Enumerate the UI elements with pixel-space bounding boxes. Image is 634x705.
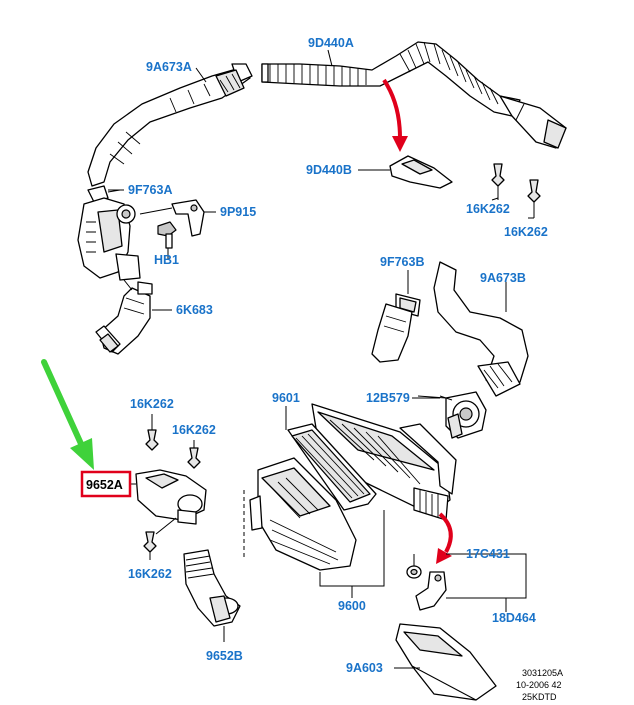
pin-16k262-left-c <box>143 517 177 560</box>
hose-9a673b <box>433 261 529 397</box>
sensor-12b579 <box>439 391 487 439</box>
label-9a603: 9A603 <box>346 661 383 675</box>
label-9f763a: 9F763A <box>128 183 172 197</box>
highlight-box-9652a <box>80 470 132 498</box>
label-9a673b: 9A673B <box>480 271 526 285</box>
duct-9f763b <box>371 303 413 363</box>
bracket-9p915 <box>139 199 216 237</box>
bracket-18d464 <box>415 553 527 612</box>
duct-9652b <box>183 549 241 642</box>
label-6k683: 6K683 <box>176 303 213 317</box>
seal-9d440b <box>389 155 453 189</box>
hose-6k683 <box>95 281 172 355</box>
label-12b579: 12B579 <box>366 391 410 405</box>
label-16k262-left-b: 16K262 <box>172 423 216 437</box>
reference-model: 25KDTD <box>522 692 557 702</box>
label-9d440b: 9D440B <box>306 163 352 177</box>
label-9d440a: 9D440A <box>308 36 354 50</box>
label-9p915: 9P915 <box>220 205 256 219</box>
red-arrow-right <box>436 512 453 564</box>
label-16k262-left-c: 16K262 <box>128 567 172 581</box>
pin-16k262-top-a <box>491 163 505 200</box>
housing-lid <box>311 403 457 521</box>
label-9a673a: 9A673A <box>146 60 192 74</box>
bolt-hb1 <box>157 221 177 256</box>
pin-16k262-left-a <box>145 414 159 451</box>
label-9652b: 9652B <box>206 649 243 663</box>
label-hb1: HB1 <box>154 253 179 267</box>
label-16k262-top-a: 16K262 <box>466 202 510 216</box>
red-arrow-top <box>382 78 408 152</box>
label-9601: 9601 <box>272 391 300 405</box>
label-9f763b: 9F763B <box>380 255 424 269</box>
duct-9a603 <box>394 623 497 701</box>
pin-16k262-left-b <box>187 440 201 469</box>
pin-16k262-top-b <box>527 179 541 218</box>
hose-9d440a <box>261 41 567 149</box>
intake-body <box>77 197 141 281</box>
label-9652a: 9652A <box>86 478 123 492</box>
reference-date: 10-2006 42 <box>516 680 562 690</box>
reference-code: 3031205A <box>522 668 563 678</box>
grommet-17c431 <box>406 554 422 579</box>
label-16k262-top-b: 16K262 <box>504 225 548 239</box>
filter-element-9601 <box>285 406 377 511</box>
label-16k262-left-a: 16K262 <box>130 397 174 411</box>
hose-9a673a <box>87 63 253 187</box>
resonator-9652a <box>130 469 207 525</box>
label-18d464: 18D464 <box>492 611 536 625</box>
housing-lower <box>249 457 357 571</box>
label-17c431: 17C431 <box>466 547 510 561</box>
green-arrow <box>41 359 94 470</box>
label-9600: 9600 <box>338 599 366 613</box>
